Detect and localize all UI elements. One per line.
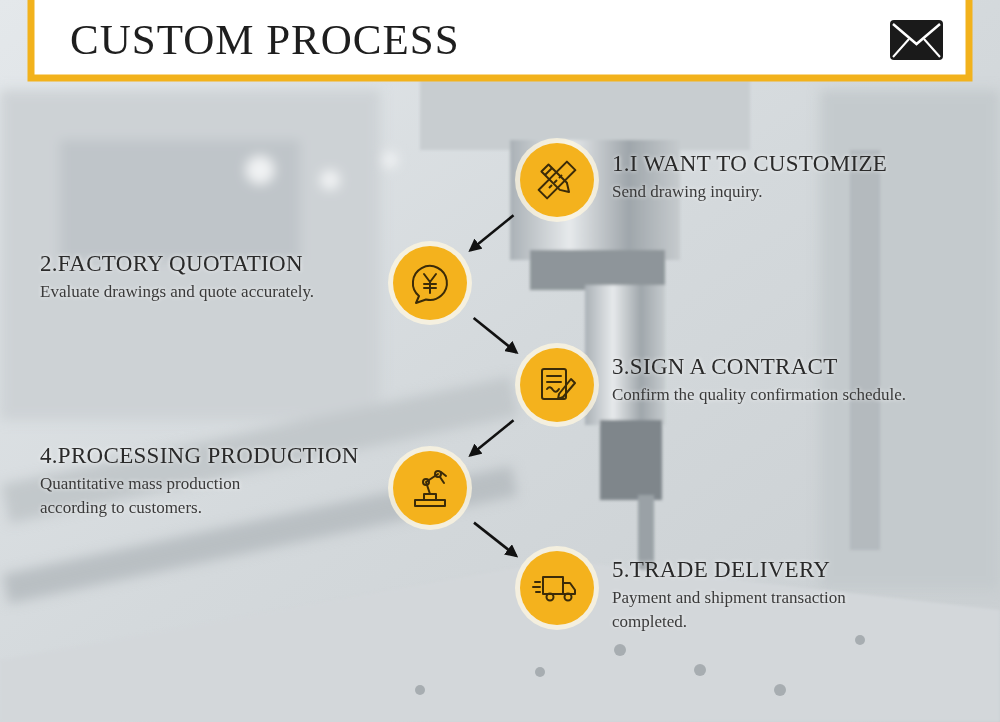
truck-wheel [565, 594, 572, 601]
circle-halo [515, 343, 599, 427]
step-text-block: 4.PROCESSING PRODUCTION Quantitative mass… [40, 442, 290, 520]
step-text-block: 2.FACTORY QUOTATION Evaluate drawings and… [40, 250, 420, 304]
table-hole [694, 664, 706, 676]
step-circle [515, 546, 599, 630]
envelope-fold [893, 39, 940, 57]
circle-halo [388, 446, 472, 530]
table-hole [535, 667, 545, 677]
table-hole [415, 685, 425, 695]
yen-bubble-icon [413, 266, 447, 303]
truck-cab [563, 583, 575, 594]
step-circle [388, 241, 472, 325]
process-step: 1.I WANT TO CUSTOMIZESend drawing inquir… [515, 138, 599, 222]
step-description: Send drawing inquiry. [612, 180, 992, 204]
circle-halo [515, 546, 599, 630]
collet-nut [600, 420, 662, 500]
step-circle [388, 446, 472, 530]
robot-arm-icon [415, 471, 446, 506]
spindle-head [420, 80, 750, 150]
envelope-flap [893, 24, 940, 44]
step-description: Payment and shipment transaction complet… [612, 586, 902, 634]
flow-arrow [470, 420, 513, 455]
step-description: Evaluate drawings and quote accurately. [40, 280, 420, 304]
envelope-icon [890, 20, 943, 60]
pencil-band [545, 168, 552, 175]
step-circle [515, 343, 599, 427]
robot-joint [423, 479, 429, 485]
truck-wheel [547, 594, 554, 601]
document-lines [547, 376, 561, 392]
speed-lines [533, 582, 540, 592]
blurred-machine-left [0, 90, 1000, 604]
lead-screw [850, 150, 880, 550]
circle-fill [393, 451, 467, 525]
truck-cargo [543, 577, 563, 594]
ruler [539, 162, 576, 199]
circle-fill [520, 143, 594, 217]
step-description: Quantitative mass production according t… [40, 472, 290, 520]
pencil [541, 164, 572, 195]
process-step: 5.TRADE DELIVERYPayment and shipment tra… [515, 546, 599, 630]
machine-block [60, 140, 300, 260]
spindle-ring [530, 250, 665, 290]
step-heading: 2.FACTORY QUOTATION [40, 250, 420, 277]
process-step: 3.SIGN A CONTRACTConfirm the quality con… [515, 343, 599, 427]
speech-bubble [413, 266, 447, 303]
process-step: 2.FACTORY QUOTATIONEvaluate drawings and… [388, 241, 472, 325]
envelope-body [890, 20, 943, 60]
light-spot [382, 152, 398, 168]
step-text-block: 5.TRADE DELIVERY Payment and shipment tra… [612, 556, 902, 634]
table-hole [774, 684, 786, 696]
light-spot [246, 156, 274, 184]
table-hole [855, 635, 865, 645]
step-description: Confirm the quality confirmation schedul… [612, 383, 992, 407]
step-text-block: 1.I WANT TO CUSTOMIZE Send drawing inquir… [612, 150, 992, 204]
flow-arrow [474, 318, 517, 352]
robot-gripper [440, 472, 446, 483]
robot-base [415, 500, 445, 506]
circle-halo [388, 241, 472, 325]
table-hole [614, 644, 626, 656]
pen [558, 379, 575, 399]
robot-pedestal [424, 494, 436, 500]
flow-arrow [474, 523, 516, 556]
flow-arrow [470, 215, 513, 250]
circle-fill [520, 551, 594, 625]
diagram-title: CUSTOM PROCESS [70, 14, 460, 66]
step-heading: 5.TRADE DELIVERY [612, 556, 902, 583]
contract-icon [542, 369, 575, 399]
light-spot [320, 170, 340, 190]
step-heading: 1.I WANT TO CUSTOMIZE [612, 150, 992, 177]
robot-joint [435, 471, 441, 477]
step-heading: 3.SIGN A CONTRACT [612, 353, 992, 380]
step-text-block: 3.SIGN A CONTRACT Confirm the quality con… [612, 353, 992, 407]
robot-arm [426, 474, 438, 494]
circle-fill [520, 348, 594, 422]
circle-halo [515, 138, 599, 222]
ruler-ticks [549, 175, 562, 188]
circle-fill [393, 246, 467, 320]
pencil-ruler-icon [539, 162, 576, 199]
step-circle [515, 138, 599, 222]
document [542, 369, 566, 399]
table-plate [0, 560, 1000, 722]
work-table [0, 560, 1000, 722]
truck-icon [533, 577, 575, 601]
process-step: 4.PROCESSING PRODUCTIONQuantitative mass… [388, 446, 472, 530]
banner-box [31, 0, 969, 78]
step-heading: 4.PROCESSING PRODUCTION [40, 442, 290, 469]
yen-sign [424, 274, 436, 293]
